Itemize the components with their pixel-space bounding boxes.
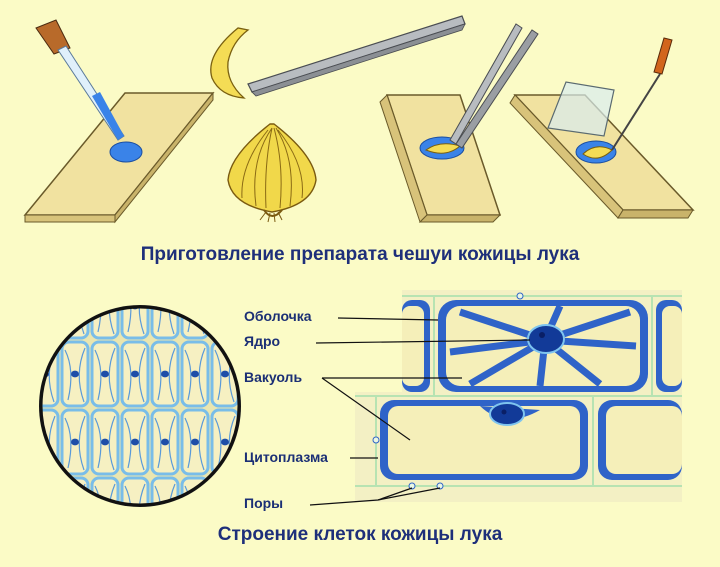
needle-icon (611, 37, 673, 151)
slide-1-with-drop (23, 91, 215, 224)
preparation-title: Приготовление препарата чешуи кожицы лук… (140, 244, 580, 265)
cell-structure-diagram (309, 290, 682, 506)
label-membrane: Оболочка (244, 308, 312, 324)
onion-bulb-icon (227, 123, 317, 223)
label-pores: Поры (244, 495, 284, 511)
label-vacuole: Вакуоль (244, 369, 303, 385)
onion-scale-icon (210, 27, 250, 99)
pipette-icon (35, 19, 125, 141)
tweezers-icon (247, 15, 466, 97)
cover-glass-icon (547, 81, 615, 137)
microscope-view-icon (39, 305, 241, 507)
label-cytoplasm: Цитоплазма (244, 449, 328, 465)
slide-2-with-scale (379, 94, 502, 223)
leader-lines (309, 317, 531, 506)
structure-title: Строение клеток кожицы лука (217, 524, 503, 545)
label-nucleus: Ядро (244, 333, 281, 349)
tweezers-icon-2 (449, 23, 539, 149)
